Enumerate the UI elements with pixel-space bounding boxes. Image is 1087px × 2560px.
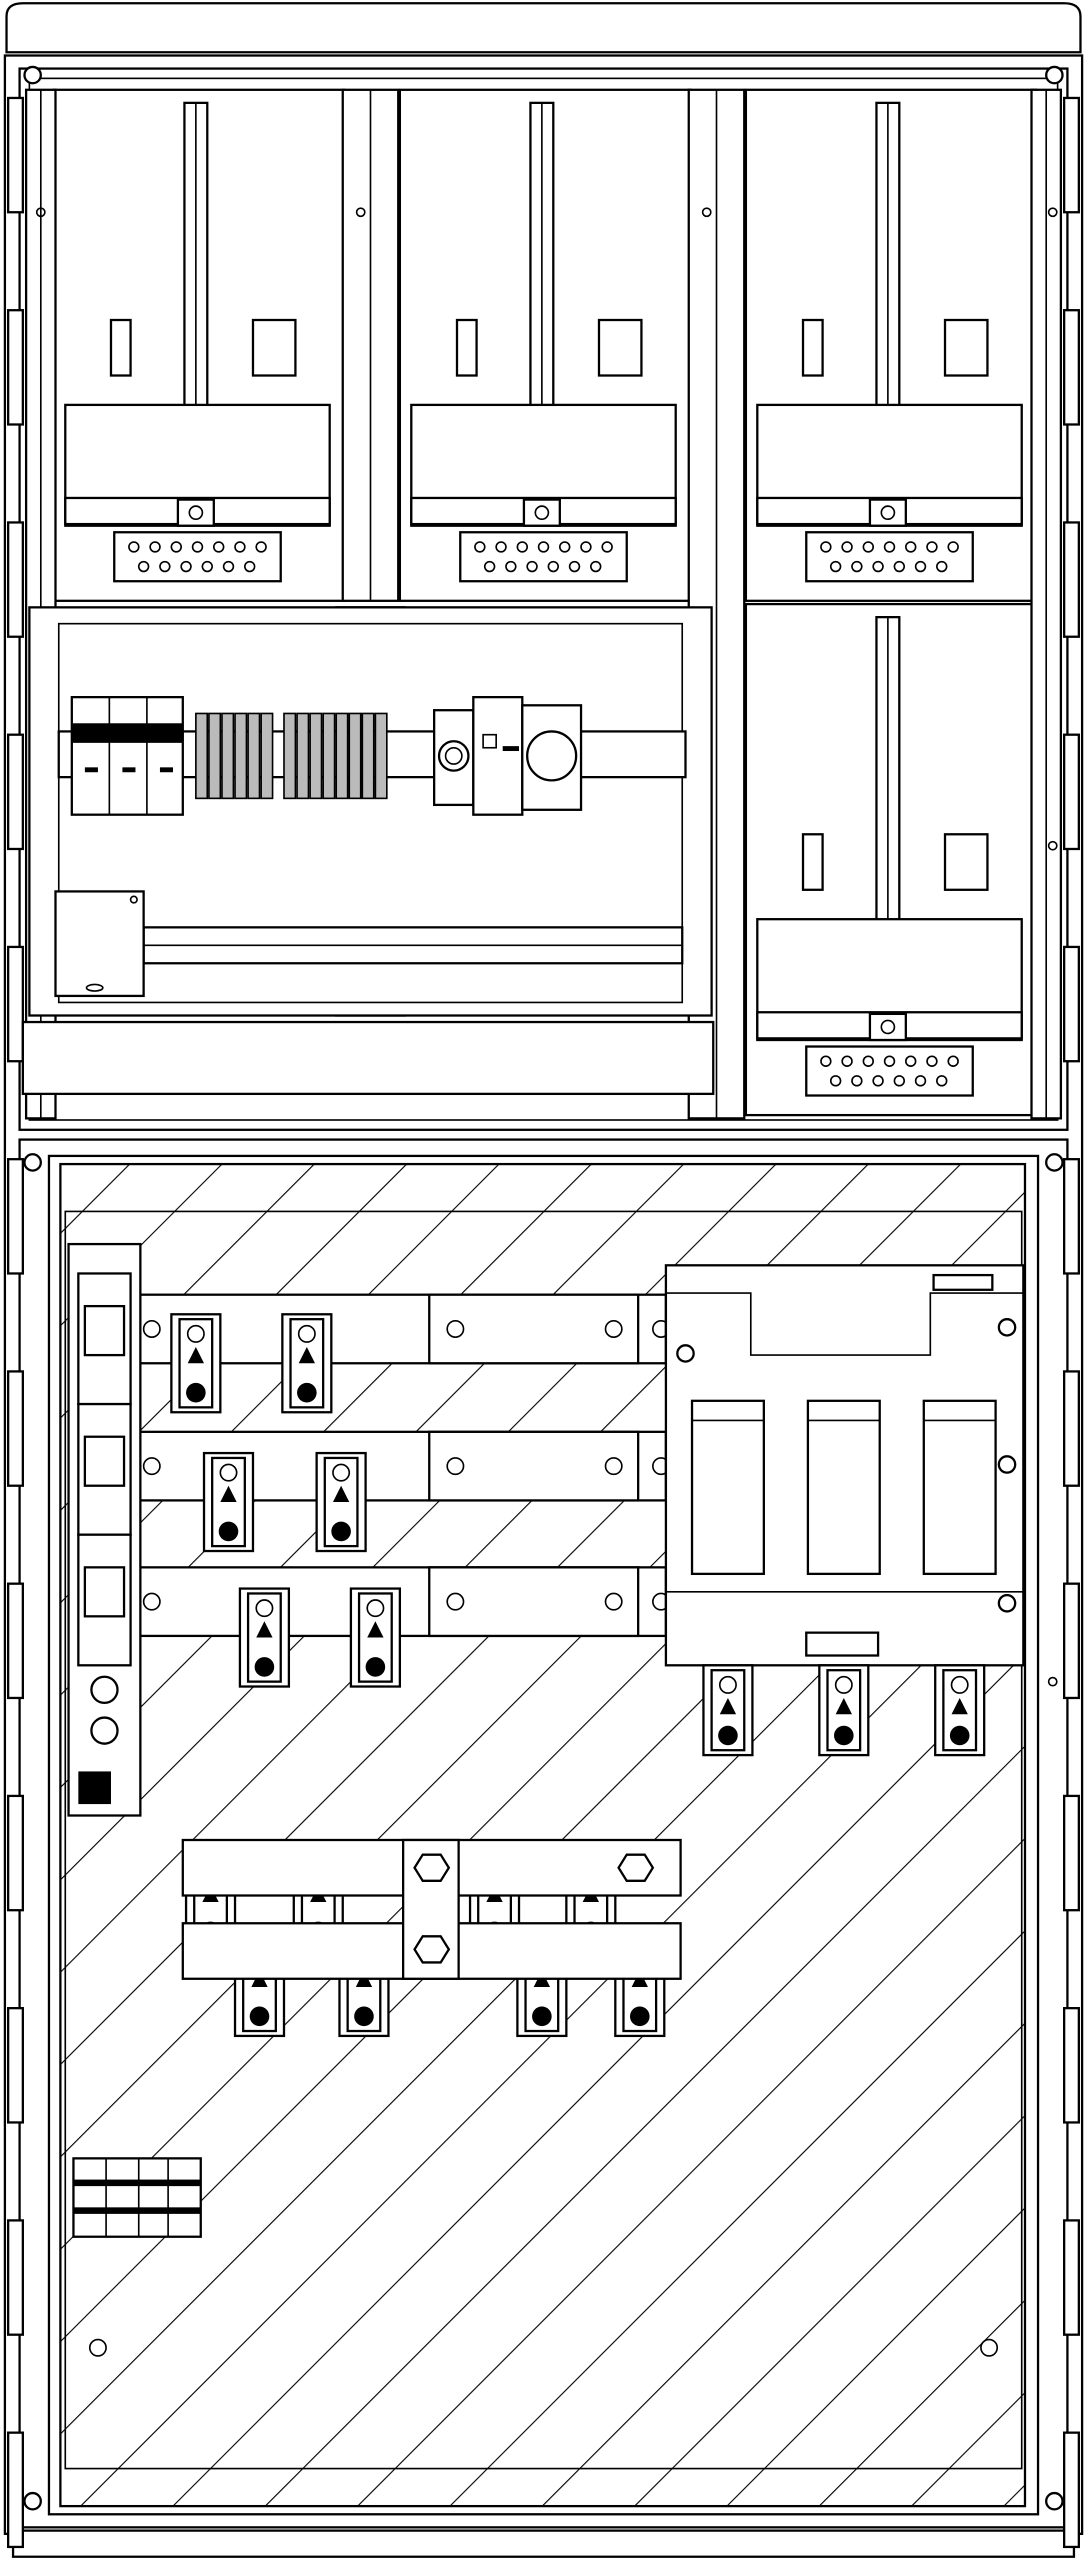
meter-window [597,318,643,377]
screw-hole [1047,1676,1058,1687]
terminal-clamp [315,1451,367,1553]
busbar [137,1566,670,1638]
side-notch [1063,2219,1080,2336]
side-notch [1063,96,1080,214]
meter-panel [744,88,1038,602]
meter-window [251,318,297,377]
side-notch [1063,733,1080,851]
terminal [348,712,362,800]
terminal-clamp [238,1587,291,1688]
busbar [137,1293,670,1365]
corner-screw [23,1153,42,1172]
side-notch [7,1370,24,1487]
side-notch [1063,945,1080,1063]
socket-outlet [433,696,583,816]
side-notch [1063,2431,1080,2549]
din-rail-section [28,606,713,1017]
meter-window [943,833,989,891]
screw-hole [35,207,46,218]
meter-terminal-block [805,531,974,583]
terminal [296,712,310,800]
fuse-switch-disconnector [67,1242,142,1817]
meter-panel [398,88,692,602]
side-notch [7,1158,24,1275]
meter-panel [52,88,346,602]
terminal [361,712,375,800]
side-notch [1063,1582,1080,1700]
corner-screw [1045,65,1064,85]
meter-panels [52,88,1038,1117]
terminal-strip [195,712,388,800]
side-notch [7,1582,24,1700]
side-notch [1063,1158,1080,1275]
busbar-rows [137,1293,670,1638]
side-notch [7,2431,24,2549]
side-notch [1063,2007,1080,2124]
terminal [208,712,222,800]
meter-window [801,318,824,377]
terminal [309,712,323,800]
terminal [195,712,209,800]
roof-cap [5,2,1082,54]
surge-protector [70,696,184,816]
meter-window [109,318,132,377]
screw-hole [701,207,712,218]
side-notch [7,96,24,214]
side-notch [7,1794,24,1912]
meter-panel [744,602,1038,1117]
terminal-clamp [202,1451,255,1553]
terminal [283,712,297,800]
terminal [322,712,336,800]
meter-window [943,318,989,377]
screw-hole [1047,840,1058,851]
main-switch [664,1264,1025,1667]
corner-screw [23,2491,42,2511]
terminal-clamp [702,1664,754,1757]
terminal [335,712,349,800]
screw-hole [1047,207,1058,218]
meter-terminal-block [113,531,282,583]
side-notch [7,2219,24,2336]
side-notch [1063,1794,1080,1912]
terminal-clamp [281,1313,333,1414]
corner-screw [1045,2491,1064,2511]
side-rail-notches [7,96,1080,2549]
terminal [260,712,274,800]
side-notch [7,521,24,638]
meter-terminal-block [459,531,628,583]
terminal [374,712,388,800]
meter-window [455,318,478,377]
side-notch [1063,309,1080,426]
screw-hole [355,207,366,218]
side-notch [7,309,24,426]
meter-terminal-block [805,1045,974,1097]
side-notch [7,2007,24,2124]
n-pe-busbars [181,1838,682,1980]
side-notch [1063,521,1080,638]
corner-screw [1045,1153,1064,1172]
side-notch [1063,1370,1080,1487]
terminal-clamp [349,1587,402,1688]
bottom-plinth [11,2529,1076,2558]
corner-screw [23,65,42,85]
small-terminal-block [72,2157,202,2238]
terminal [247,712,261,800]
terminal-clamp [818,1664,870,1757]
junction-box [54,890,145,998]
side-notch [7,945,24,1063]
cable-duct [21,1020,715,1096]
terminal [221,712,235,800]
terminal-clamp [170,1313,222,1414]
meter-window [801,833,824,891]
side-notch [7,733,24,851]
terminal [234,712,248,800]
terminal-clamp [934,1664,986,1757]
